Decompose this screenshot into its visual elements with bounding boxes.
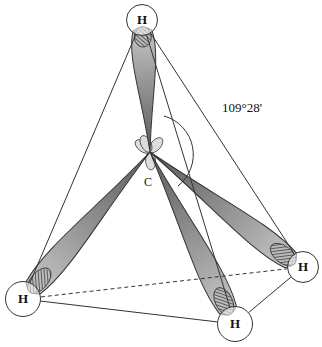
angle-label: 109°28'	[222, 100, 262, 116]
sp3-lobe	[143, 143, 302, 273]
atom-symbol: H	[18, 291, 28, 307]
tetrahedron-edge	[41, 301, 217, 322]
tetrahedron-edge	[151, 33, 295, 253]
sp3-lobe	[130, 26, 161, 153]
hydrogen-atom: H	[5, 281, 41, 317]
tetrahedron-edge	[147, 35, 230, 306]
hydrogen-atom: H	[126, 4, 158, 36]
atom-symbol: H	[230, 316, 240, 332]
sp3-lobe	[20, 144, 159, 300]
hydrogen-atom: H	[217, 306, 253, 342]
tetrahedron-edge	[30, 35, 136, 283]
tetrahedron-edge	[249, 277, 291, 312]
hydrogen-atom: H	[287, 251, 319, 283]
tetrahedron-edge	[41, 269, 287, 297]
angle-arc	[164, 116, 193, 186]
back-lobe	[138, 134, 155, 155]
atom-symbol: H	[137, 12, 147, 28]
atom-symbol: C	[144, 175, 152, 190]
atom-symbol: H	[298, 259, 308, 275]
